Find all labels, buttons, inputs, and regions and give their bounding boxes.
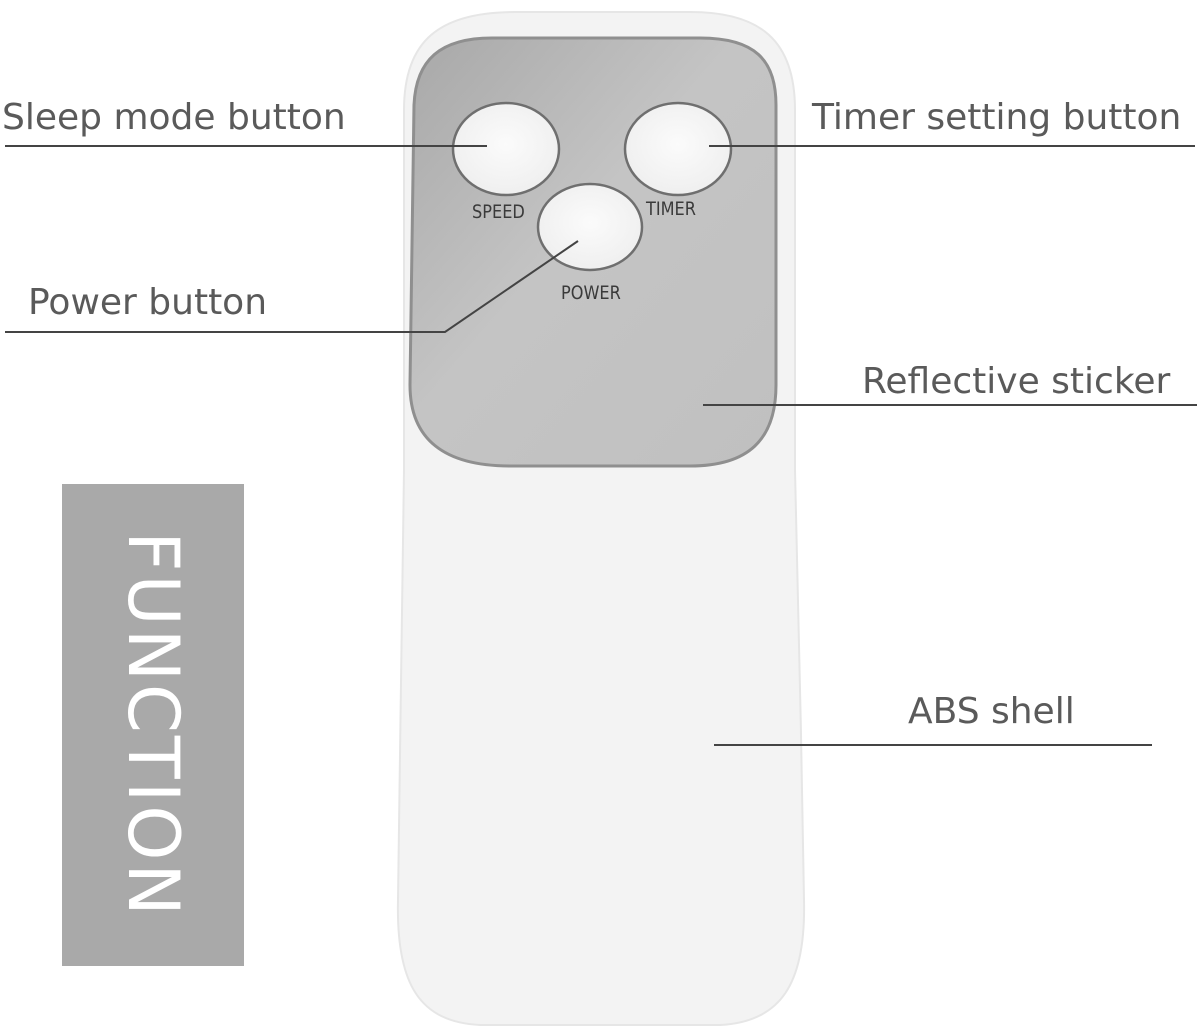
speed-key-label: SPEED	[472, 201, 525, 223]
sleep-mode-callout: Sleep mode button	[2, 97, 346, 138]
power-key-label: POWER	[561, 282, 621, 304]
timer-key-label: TIMER	[646, 198, 696, 220]
power-button[interactable]	[536, 182, 644, 272]
power-callout: Power button	[28, 282, 268, 323]
function-banner: FUNCTION	[62, 484, 244, 966]
abs-shell-callout: ABS shell	[908, 691, 1075, 732]
timer-button[interactable]	[623, 101, 733, 197]
function-banner-text: FUNCTION	[112, 531, 194, 919]
speed-button[interactable]	[451, 101, 561, 197]
power-leader-line	[5, 240, 579, 333]
timer-setting-callout: Timer setting button	[812, 97, 1182, 138]
reflective-sticker-callout: Reflective sticker	[862, 361, 1171, 402]
